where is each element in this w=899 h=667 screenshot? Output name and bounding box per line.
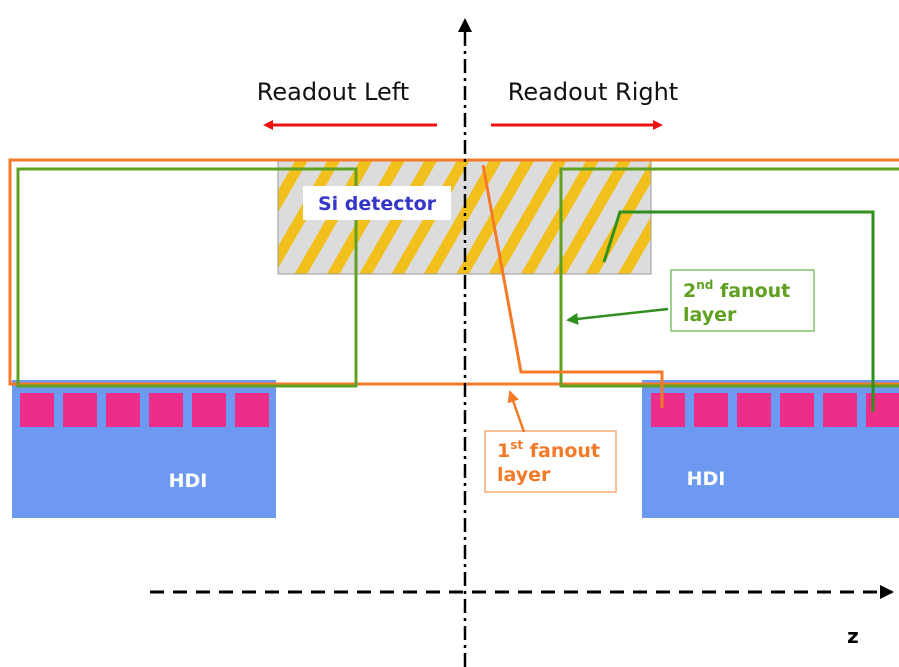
second-fanout-label-box xyxy=(670,269,815,332)
bond-pad-right-4 xyxy=(780,393,814,427)
bond-pad-right-1 xyxy=(651,393,685,427)
bond-pad-right-2 xyxy=(694,393,728,427)
bond-pads-right xyxy=(651,393,899,427)
bond-pad-right-6 xyxy=(866,393,899,427)
bond-pads-left xyxy=(20,393,269,427)
bond-pad-left-4 xyxy=(149,393,183,427)
hdi-left-label: HDI xyxy=(169,470,208,492)
first-fanout-label-box xyxy=(484,430,617,493)
first-fanout-outline xyxy=(8,158,899,386)
second-fanout-left-rect xyxy=(16,167,358,388)
first-fanout-label-line1: 1st fanout xyxy=(497,438,600,462)
first-fanout-label-line2: layer xyxy=(497,464,551,486)
first-fanout-trace xyxy=(481,164,664,408)
second-fanout-right-rect xyxy=(559,167,899,388)
si-detector-label: Si detector xyxy=(318,193,437,215)
bond-pad-left-2 xyxy=(63,393,97,427)
readout-left-label: Readout Left xyxy=(257,78,409,106)
bond-pad-right-3 xyxy=(737,393,771,427)
hdi-left-block xyxy=(12,380,276,518)
si-detector-label-box xyxy=(303,186,451,220)
second-fanout-pointer xyxy=(566,307,669,325)
first-fanout-pointer xyxy=(507,390,526,433)
second-fanout-trace xyxy=(602,210,875,412)
hdi-right-label: HDI xyxy=(687,468,726,490)
bond-pad-left-6 xyxy=(235,393,269,427)
bond-pad-right-5 xyxy=(823,393,857,427)
bond-pad-left-3 xyxy=(106,393,140,427)
readout-right-label: Readout Right xyxy=(508,78,678,106)
bond-pad-left-1 xyxy=(20,393,54,427)
bond-pad-left-5 xyxy=(192,393,226,427)
second-fanout-label-line1: 2nd fanout xyxy=(683,278,790,302)
second-fanout-label-line2: layer xyxy=(683,304,737,326)
z-axis-label: z xyxy=(847,624,859,648)
